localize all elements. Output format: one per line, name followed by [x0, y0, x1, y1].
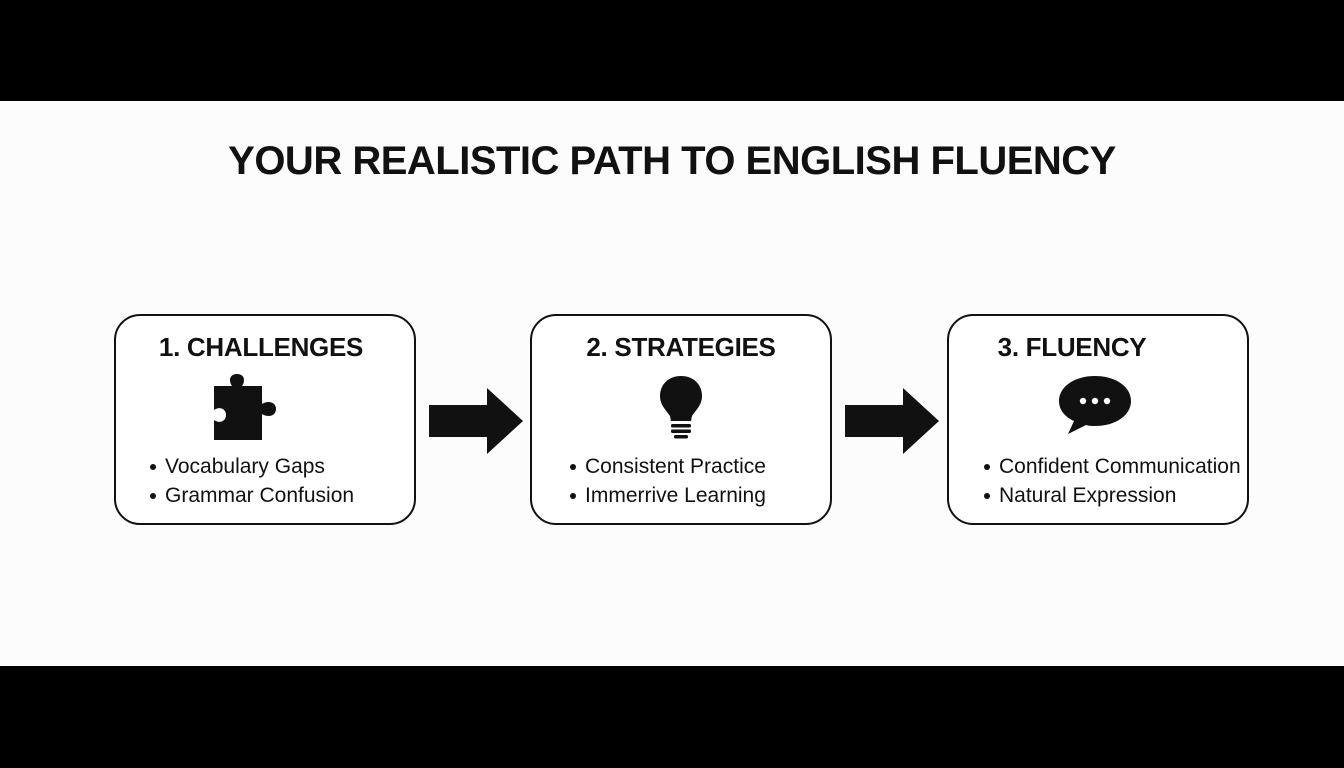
- list-item: Grammar Confusion: [148, 481, 354, 510]
- list-item: Vocabulary Gaps: [148, 452, 354, 481]
- speech-bubble-icon: [1059, 376, 1131, 434]
- bullet-list: Consistent Practice Immerrive Learning: [568, 452, 766, 510]
- puzzle-piece-icon: [214, 374, 276, 440]
- bullet-list: Confident Communication Natural Expressi…: [982, 452, 1241, 510]
- step-heading: 3. FLUENCY: [997, 332, 1147, 362]
- step-heading: 2. STRATEGIES: [586, 332, 776, 362]
- page-title: YOUR REALISTIC PATH TO ENGLISH FLUENCY: [228, 139, 1116, 183]
- step-card-strategies: 2. STRATEGIES Consistent Practice Immerr…: [530, 314, 832, 525]
- list-item: Consistent Practice: [568, 452, 766, 481]
- step-heading: 1. CHALLENGES: [158, 332, 364, 362]
- letterbox-bottom: [0, 666, 1344, 768]
- list-item: Confident Communication: [982, 452, 1241, 481]
- letterbox-top: [0, 0, 1344, 101]
- list-item: Immerrive Learning: [568, 481, 766, 510]
- right-arrow-icon: [429, 388, 523, 454]
- list-item: Natural Expression: [982, 481, 1241, 510]
- step-card-fluency: 3. FLUENCY Confident Communication Natur…: [947, 314, 1249, 525]
- bullet-list: Vocabulary Gaps Grammar Confusion: [148, 452, 354, 510]
- lightbulb-icon: [660, 376, 702, 439]
- slide: YOUR REALISTIC PATH TO ENGLISH FLUENCY 1…: [0, 101, 1344, 666]
- right-arrow-icon: [845, 388, 939, 454]
- step-card-challenges: 1. CHALLENGES Vocabulary Gaps Grammar Co…: [114, 314, 416, 525]
